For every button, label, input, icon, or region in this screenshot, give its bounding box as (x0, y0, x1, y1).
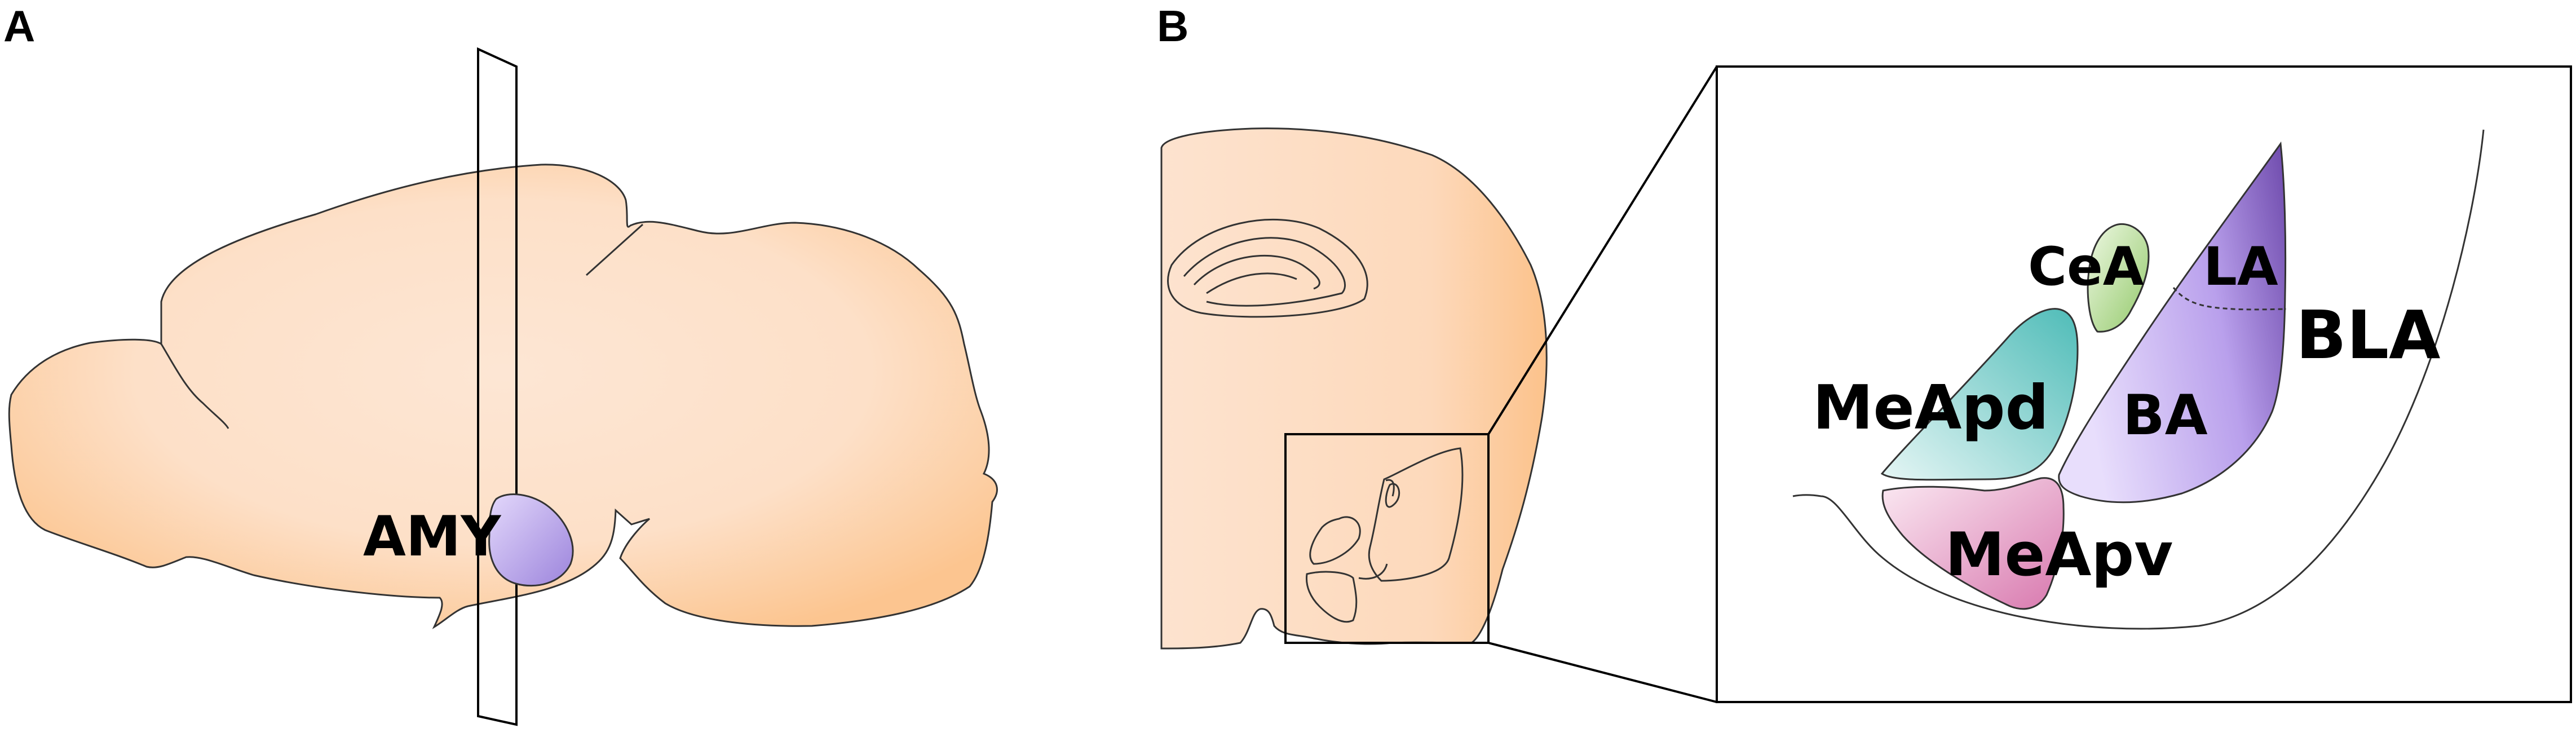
la-ba-boundary (2172, 287, 2287, 311)
label-meapd: MeApd (1813, 373, 2049, 443)
hippocampus-outline (1167, 219, 1368, 318)
zoom-connector-top (1487, 65, 1718, 435)
inset-external-capsule (1792, 129, 2485, 630)
mini-amygdala-outlines (1305, 447, 1464, 623)
label-cea: CeA (2028, 236, 2144, 298)
coronal-section (1160, 127, 1548, 650)
panel-a: A AMY (3, 1, 998, 726)
meapv-region (1881, 477, 2065, 610)
zoom-connector-bottom (1488, 642, 1717, 703)
meapd-region-shape (1880, 308, 2079, 481)
panel-label-b: B (1157, 1, 1188, 51)
label-amy: AMY (363, 505, 501, 569)
panel-label-a: A (3, 1, 35, 51)
cea-region (2087, 223, 2150, 333)
olfactory-fissure (160, 343, 229, 429)
label-bla: BLA (2296, 296, 2440, 374)
label-la: LA (2203, 236, 2278, 298)
cerebellar-fissure (585, 223, 644, 276)
amygdala-region (488, 493, 574, 587)
bla-region (2058, 141, 2287, 504)
label-meapv: MeApv (1945, 520, 2173, 589)
label-ba: BA (2123, 383, 2208, 448)
sagittal-brain (8, 164, 998, 629)
section-plane (477, 47, 518, 726)
panel-b: B (1157, 1, 2572, 703)
zoom-box (1284, 433, 1490, 644)
